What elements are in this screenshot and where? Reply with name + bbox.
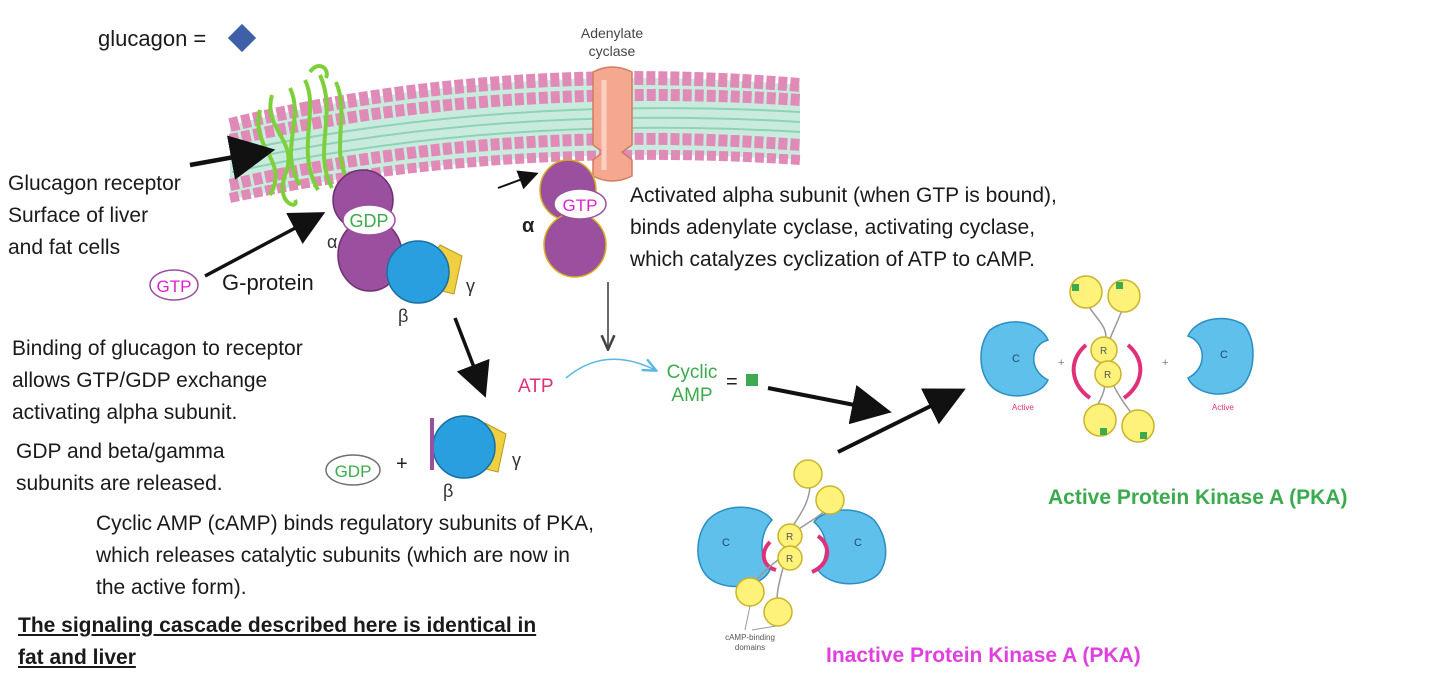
pka-r-label: R	[1104, 370, 1111, 381]
reaction-arc	[565, 358, 655, 379]
activated-alpha-subunit	[539, 159, 607, 278]
active-pka	[980, 275, 1254, 443]
text-line: GDP and beta/gamma	[16, 440, 225, 463]
released-gamma-label: γ	[512, 450, 521, 470]
text-line: binds adenylate cyclase, activating cycl…	[630, 216, 1036, 239]
pka-c-label: C	[1220, 349, 1228, 361]
flow-arrows	[189, 135, 966, 454]
glucagon-legend-label: glucagon =	[98, 26, 207, 51]
pka-c-label: C	[854, 537, 862, 549]
text-line: Surface of liver	[8, 204, 149, 227]
pka-c-label: C	[722, 537, 730, 549]
adenylate-cyclase-label: Adenylate	[581, 25, 643, 41]
camp-binding-domains-label: cAMP-binding	[725, 633, 775, 642]
gdp-label: GDP	[349, 211, 388, 231]
released-gdp-label: GDP	[335, 462, 372, 481]
text-line: Binding of glucagon to receptor	[12, 337, 303, 360]
g-protein-label: G-protein	[222, 270, 314, 295]
gtp-label: GTP	[157, 277, 192, 296]
camp-label: Cyclic	[667, 362, 718, 383]
camp-square-icon	[746, 374, 758, 386]
active-pka-title: Active Protein Kinase A (PKA)	[1048, 486, 1348, 509]
pka-r-label: R	[786, 554, 793, 565]
inactive-pka-title: Inactive Protein Kinase A (PKA)	[826, 644, 1141, 667]
pka-active-small-label: Active	[1012, 403, 1034, 412]
plus-sign: +	[396, 453, 408, 475]
released-beta-label: β	[443, 481, 453, 501]
inactive-pka	[697, 459, 887, 631]
pka-plus: +	[1162, 357, 1168, 369]
footnote-line: The signaling cascade described here is …	[18, 614, 537, 637]
equals-sign: =	[726, 371, 738, 393]
gtp-oval	[149, 269, 199, 301]
pka-r-label: R	[1100, 346, 1107, 357]
adenylate-cyclase-label: cyclase	[589, 43, 636, 59]
released-gdp-oval	[325, 454, 381, 486]
footnote: The signaling cascade described here is …	[18, 610, 536, 674]
pka-plus: +	[1058, 357, 1064, 369]
alpha-label: α	[327, 232, 337, 252]
text-line: and fat cells	[8, 236, 121, 259]
pka-active-small-label: Active	[1212, 403, 1234, 412]
gamma-label: γ	[466, 276, 475, 296]
text-line: subunits are released.	[16, 472, 223, 495]
pka-r-label: R	[786, 532, 793, 543]
text-line: Activated alpha subunit (when GTP is bou…	[630, 184, 1057, 207]
adenylate-cyclase	[592, 66, 633, 182]
text-line: the active form).	[96, 576, 247, 599]
text-line: Cyclic AMP (cAMP) binds regulatory subun…	[96, 512, 594, 535]
activated-alpha-label: α	[522, 215, 535, 237]
released-beta-gamma	[430, 415, 507, 479]
pka-c-label: C	[1012, 353, 1020, 365]
text-line: allows GTP/GDP exchange	[12, 369, 268, 392]
text-line: activating alpha subunit.	[12, 401, 238, 424]
text-line: which releases catalytic subunits (which…	[96, 544, 570, 567]
text-line: which catalyzes cyclization of ATP to cA…	[630, 248, 1036, 271]
atp-label: ATP	[518, 376, 554, 397]
camp-label: AMP	[671, 385, 712, 406]
gtp-bound-label: GTP	[563, 196, 598, 215]
text-line: Glucagon receptor	[8, 172, 181, 195]
beta-label: β	[398, 306, 408, 326]
camp-binding-domains-label: domains	[735, 643, 765, 652]
footnote-line: fat and liver	[18, 646, 136, 669]
glucagon-diamond-icon	[227, 23, 257, 53]
g-protein-inactive	[332, 169, 463, 304]
